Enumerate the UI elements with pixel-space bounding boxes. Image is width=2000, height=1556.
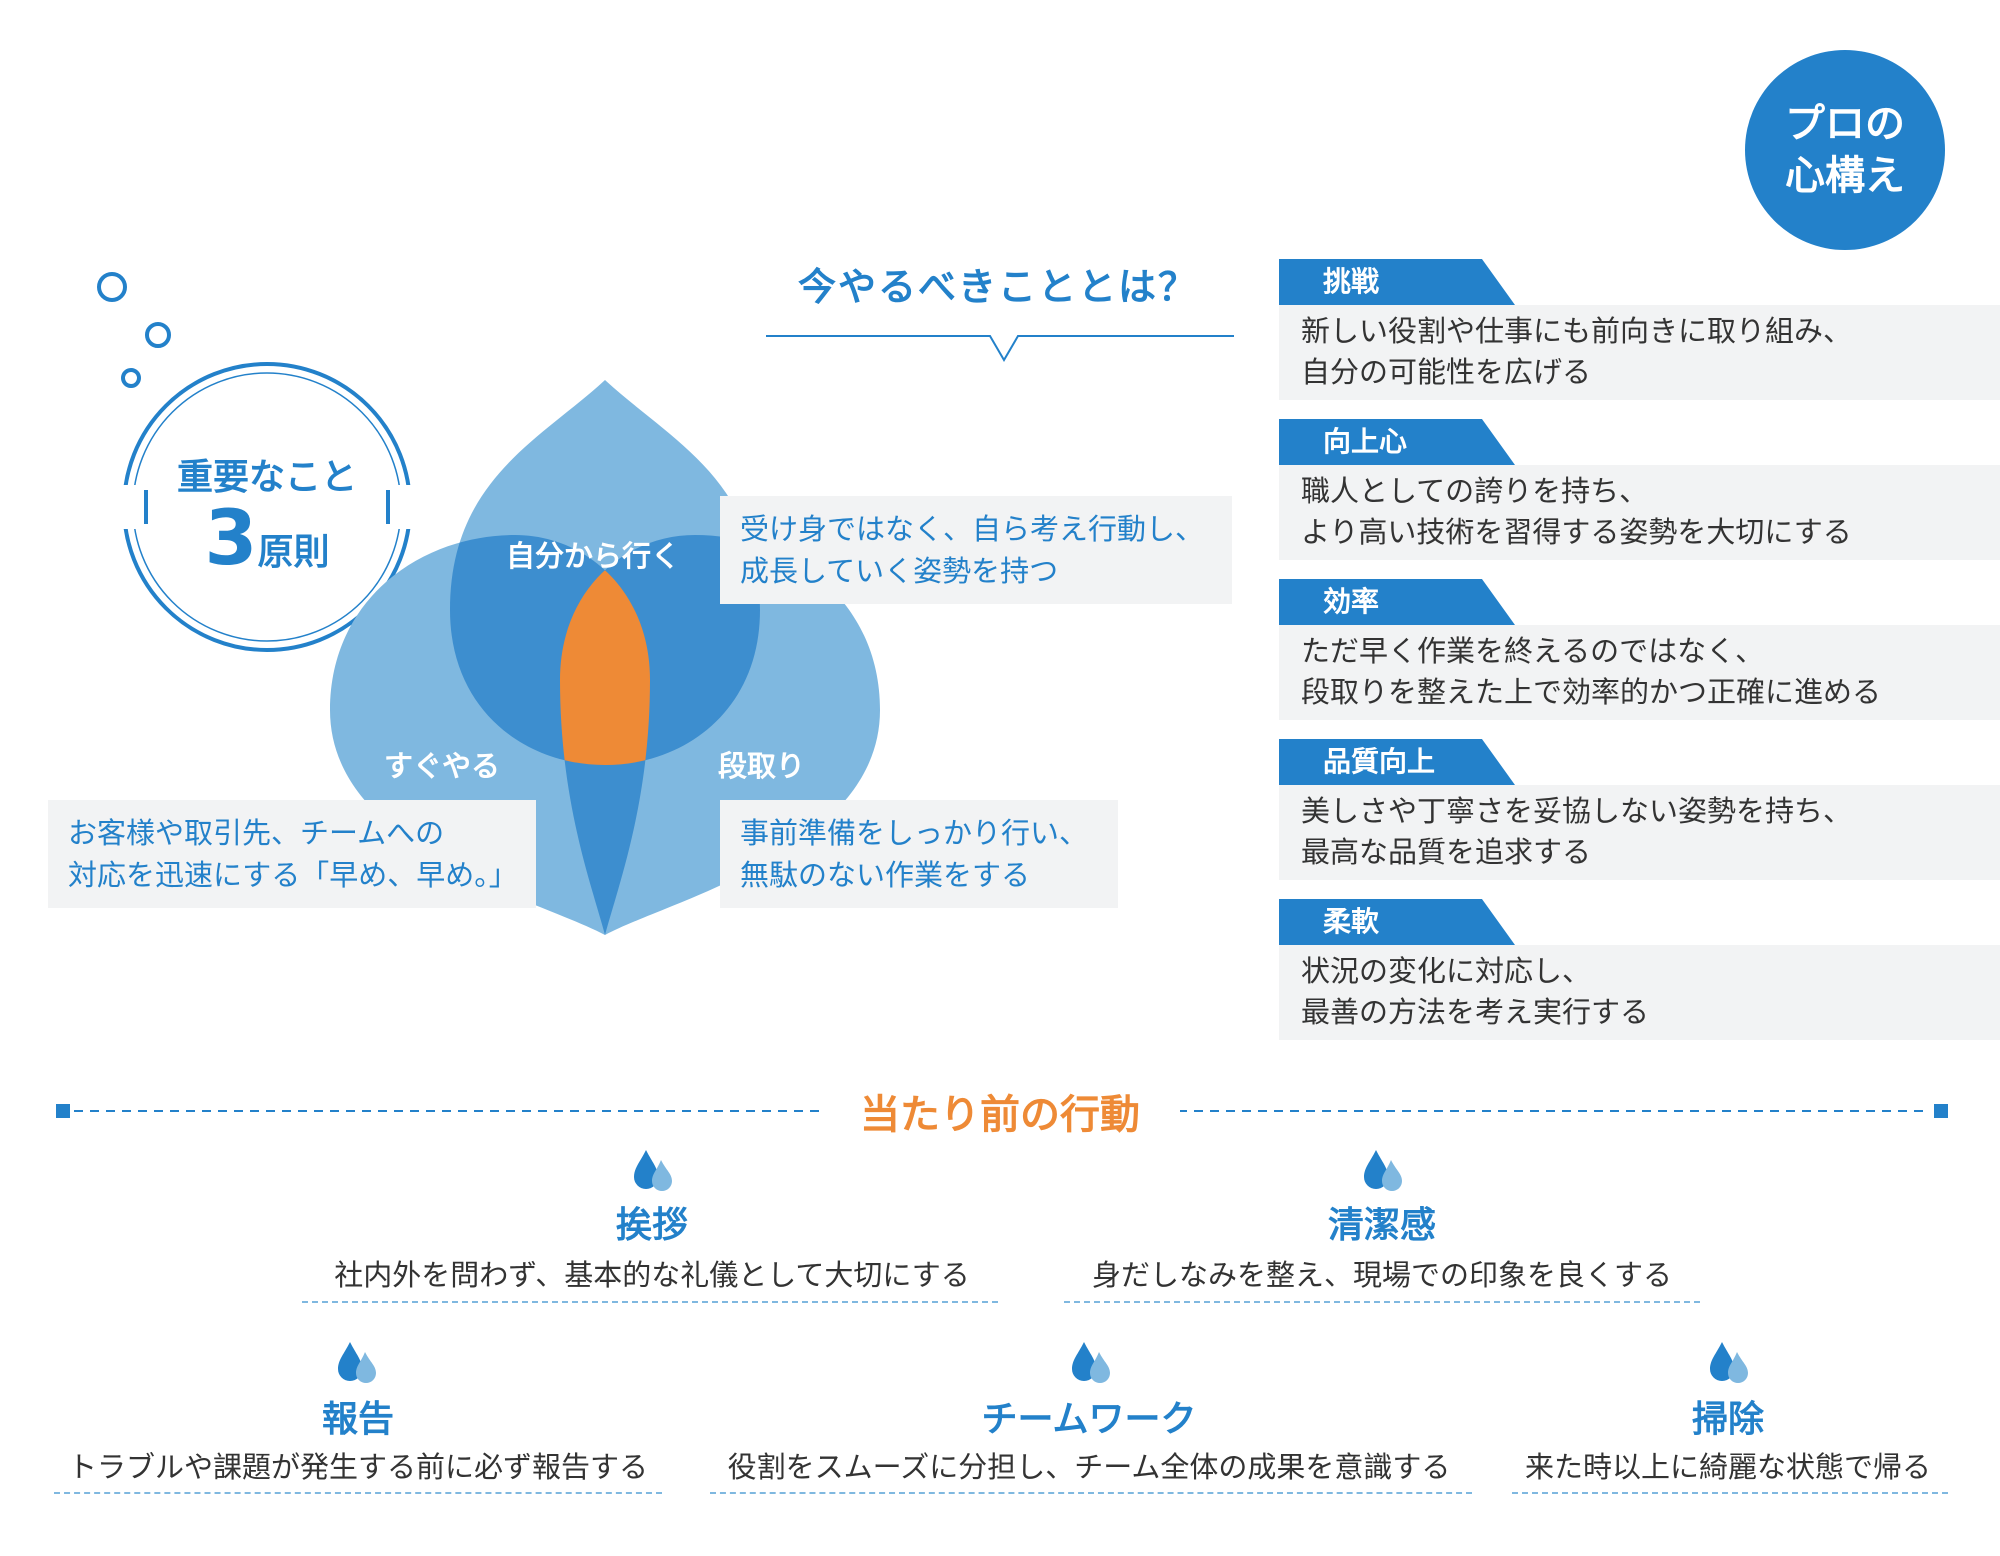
water-drop-icon [1710, 1342, 1748, 1383]
mindset-line1: 状況の変化に対応し、 [1301, 954, 1592, 988]
principles-circle [118, 362, 416, 652]
badge-line2: 心構え [1785, 153, 1905, 199]
pro-mindset-badge: プロの 心構え [1745, 50, 1945, 250]
mindset-line1: 新しい役割や仕事にも前向きに取り組み、 [1301, 314, 1853, 348]
water-drop-icon [1364, 1150, 1402, 1191]
callout-quick-line1: お客様や取引先、チームへの [68, 816, 445, 850]
action-text-report: トラブルや課題が発生する前に必ず報告する [67, 1450, 648, 1484]
action-title-teamwork: チームワーク [981, 1399, 1197, 1440]
callout-self: 受け身ではなく、自ら考え行動し、 成長していく姿勢を持つ [720, 496, 1232, 604]
mindset-line1: 職人としての誇りを持ち、 [1301, 474, 1649, 508]
callout-self-line2: 成長していく姿勢を持つ [740, 554, 1059, 588]
action-underline [710, 1492, 1472, 1494]
mindset-line1: 美しさや丁寧さを妥協しない姿勢を持ち、 [1301, 794, 1853, 828]
action-title-greeting: 挨拶 [615, 1205, 688, 1246]
venn-label-prepare: 段取り [718, 749, 806, 783]
water-drop-icon [634, 1150, 672, 1191]
actions-title: 当たり前の行動 [820, 1082, 1180, 1140]
action-underline [1512, 1492, 1948, 1494]
callout-prepare: 事前準備をしっかり行い、 無駄のない作業をする [720, 800, 1118, 908]
action-underline [302, 1301, 998, 1303]
action-underline [54, 1492, 662, 1494]
callout-quick-line2: 対応を迅速にする「早め、早め。」 [68, 858, 518, 892]
mindset-line2: 段取りを整えた上で効率的かつ正確に進める [1301, 675, 1882, 709]
mindset-tag-flexibility: 柔軟 [1279, 899, 1515, 945]
bubbles-decoration [97, 272, 171, 388]
badge-line1: プロの [1785, 101, 1905, 147]
action-text-cleanliness: 身だしなみを整え、現場での印象を良くする [1091, 1258, 1672, 1292]
mindset-tag-efficiency: 効率 [1279, 579, 1515, 625]
principles-count: 3原則 [140, 500, 394, 597]
callout-quick: お客様や取引先、チームへの 対応を迅速にする「早め、早め。」 [48, 800, 536, 908]
callout-prepare-line1: 事前準備をしっかり行い、 [740, 816, 1089, 850]
mindset-card-quality: 美しさや丁寧さを妥協しない姿勢を持ち、 最高な品質を追求する [1279, 785, 2000, 880]
principles-heading: 重要なこと [176, 457, 357, 498]
callout-self-line1: 受け身ではなく、自ら考え行動し、 [740, 512, 1205, 546]
water-drop-icon [1072, 1342, 1110, 1383]
mindset-line1: ただ早く作業を終えるのではなく、 [1301, 634, 1765, 668]
principles-number: 3 [204, 493, 258, 582]
mindset-tag-challenge: 挑戦 [1279, 259, 1515, 305]
question-pointer-line [766, 335, 1234, 362]
mindset-line2: 自分の可能性を広げる [1301, 355, 1592, 389]
action-title-cleaning: 掃除 [1691, 1399, 1764, 1440]
mindset-tag-quality: 品質向上 [1279, 739, 1515, 785]
venn-label-quick: すぐやる [384, 749, 501, 783]
mindset-card-flexibility: 状況の変化に対応し、 最善の方法を考え実行する [1279, 945, 2000, 1040]
mindset-card-challenge: 新しい役割や仕事にも前向きに取り組み、 自分の可能性を広げる [1279, 305, 2000, 400]
callout-prepare-line2: 無駄のない作業をする [740, 858, 1031, 892]
action-title-cleanliness: 清潔感 [1327, 1205, 1436, 1246]
mindset-line2: 最高な品質を追求する [1301, 835, 1592, 869]
action-text-cleaning: 来た時以上に綺麗な状態で帰る [1524, 1450, 1931, 1484]
action-text-greeting: 社内外を問わず、基本的な礼儀として大切にする [334, 1258, 970, 1292]
mindset-card-efficiency: ただ早く作業を終えるのではなく、 段取りを整えた上で効率的かつ正確に進める [1279, 625, 2000, 720]
mindset-line2: より高い技術を習得する姿勢を大切にする [1301, 515, 1852, 549]
action-title-report: 報告 [321, 1399, 394, 1440]
question-title: 今やるべきこととは？ [797, 265, 1198, 309]
mindset-line2: 最善の方法を考え実行する [1301, 995, 1650, 1029]
venn-label-self: 自分から行く [506, 539, 681, 573]
mindset-tag-ambition: 向上心 [1279, 419, 1515, 465]
water-drop-icon [338, 1342, 376, 1383]
action-text-teamwork: 役割をスムーズに分担し、チーム全体の成果を意識する [727, 1450, 1451, 1484]
action-underline [1064, 1301, 1700, 1303]
mindset-card-ambition: 職人としての誇りを持ち、 より高い技術を習得する姿勢を大切にする [1279, 465, 2000, 560]
principles-suffix: 原則 [257, 532, 330, 573]
